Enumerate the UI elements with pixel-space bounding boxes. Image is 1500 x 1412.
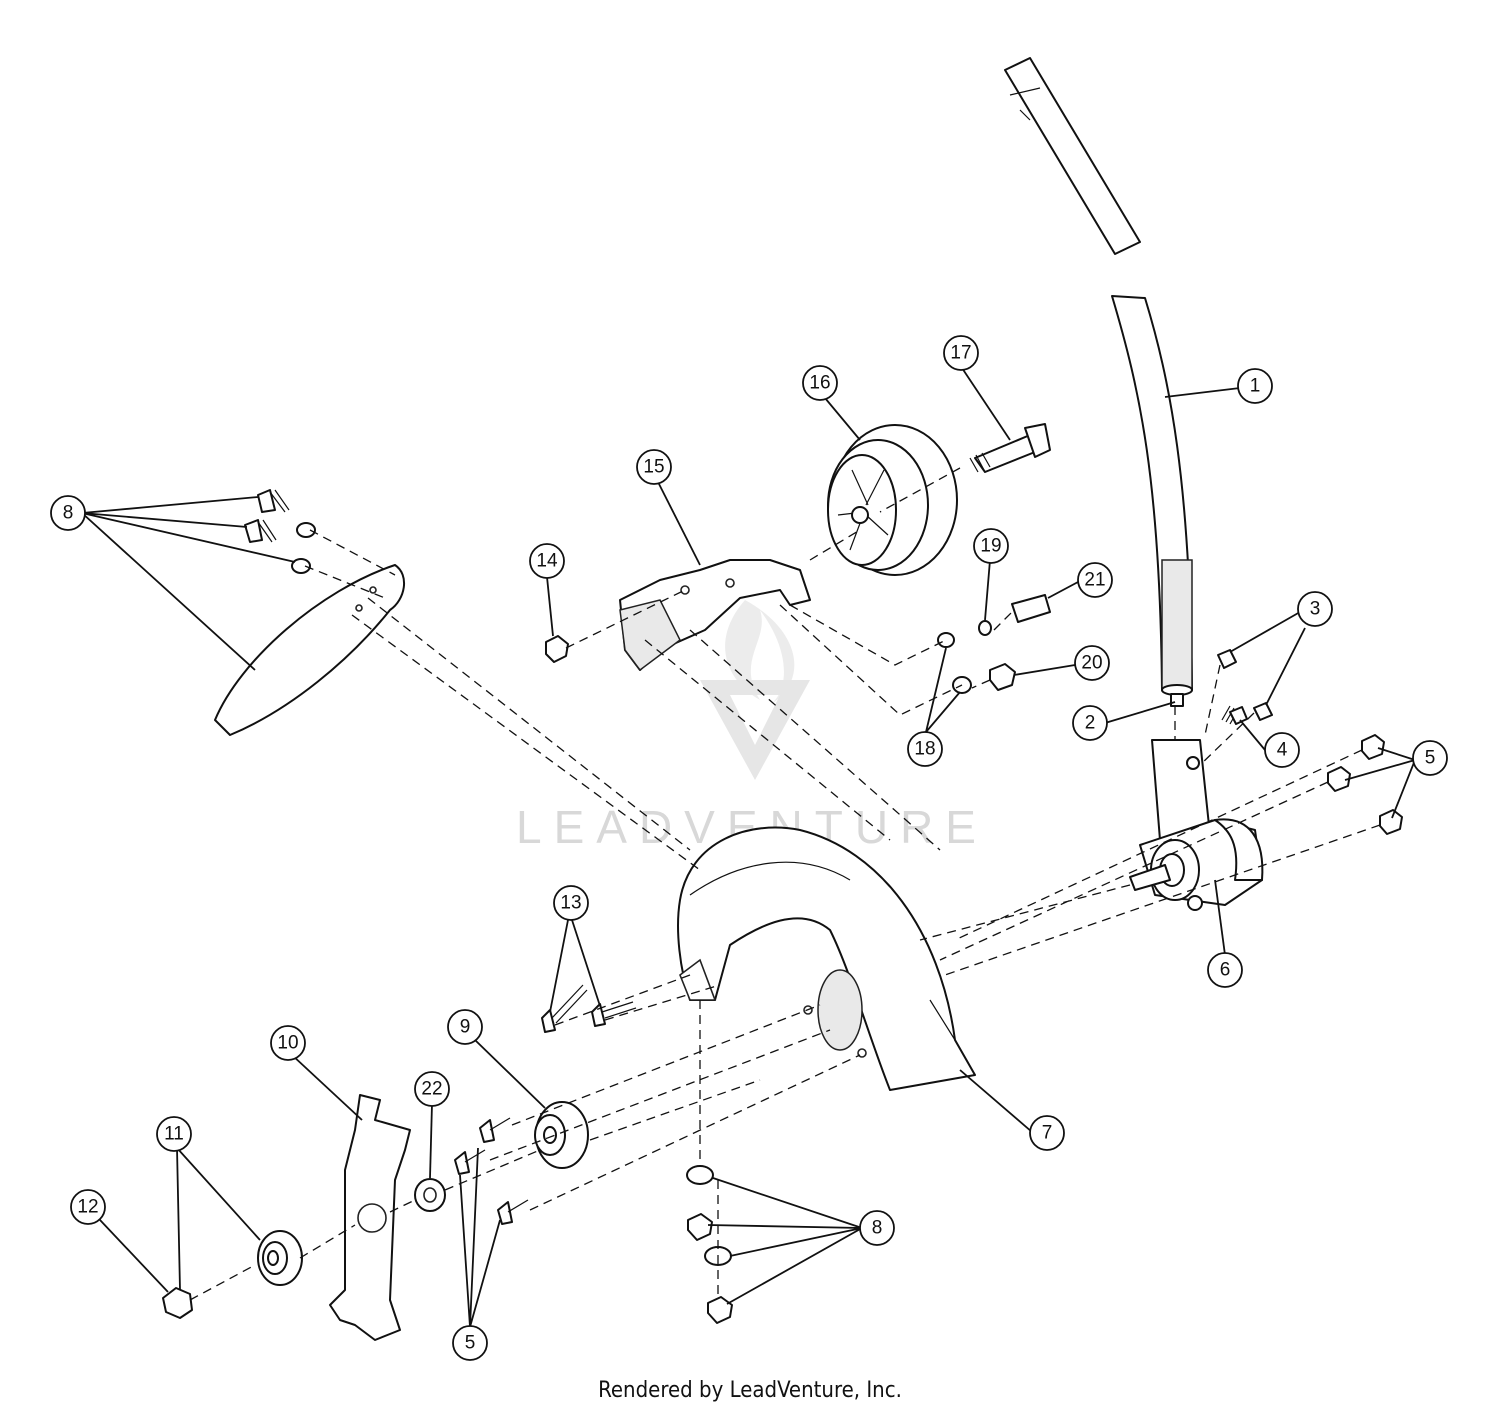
svg-text:6: 6: [1220, 960, 1231, 981]
callout-5-right: 5: [1412, 740, 1448, 776]
callout-16: 16: [802, 365, 838, 401]
screw-4: [1229, 706, 1248, 725]
callout-6: 6: [1207, 952, 1243, 988]
callout-13: 13: [553, 885, 589, 921]
callout-8-upper: 8: [50, 495, 86, 531]
callout-9: 9: [447, 1009, 483, 1045]
callout-3: 3: [1297, 591, 1333, 627]
svg-text:21: 21: [1084, 570, 1105, 591]
svg-text:20: 20: [1081, 653, 1102, 674]
nut-8a: [687, 1213, 713, 1241]
svg-text:2: 2: [1085, 713, 1096, 734]
callout-10: 10: [270, 1025, 306, 1061]
cover-screws-and-washers: [244, 489, 316, 574]
svg-text:8: 8: [872, 1218, 883, 1239]
svg-text:22: 22: [421, 1079, 442, 1100]
svg-text:5: 5: [1425, 748, 1436, 769]
svg-text:13: 13: [560, 893, 581, 914]
svg-text:12: 12: [77, 1197, 98, 1218]
lock-washer-19: [978, 620, 992, 636]
callout-21: 21: [1077, 562, 1113, 598]
screw-3b: [1253, 702, 1273, 721]
blade-adapter-11: [257, 1230, 303, 1286]
washer-8a: [686, 1165, 714, 1185]
assembly-lines: [189, 467, 1381, 1301]
edger-blade: [329, 1094, 411, 1341]
washer-18a: [937, 632, 955, 648]
blade-nut-12: [162, 1287, 193, 1319]
upper-shaft-tube: [1004, 57, 1141, 255]
callout-5-lower: 5: [452, 1325, 488, 1361]
callout-7: 7: [1029, 1115, 1065, 1151]
nut-20: [989, 663, 1016, 691]
nut-14: [545, 635, 569, 663]
callout-8-lower: 8: [859, 1210, 895, 1246]
svg-text:11: 11: [164, 1124, 184, 1145]
nut-8b: [707, 1296, 733, 1324]
callout-22: 22: [414, 1071, 450, 1107]
nut-5b: [1327, 766, 1351, 792]
svg-text:3: 3: [1310, 599, 1321, 620]
callout-18: 18: [907, 731, 943, 767]
shaft-tube: [1111, 295, 1193, 707]
callout-12: 12: [70, 1189, 106, 1225]
star-washer-22: [414, 1178, 446, 1212]
svg-text:4: 4: [1277, 740, 1288, 761]
gear-head-housing: [1129, 739, 1264, 911]
cover-plate: [214, 564, 405, 736]
footer-credit: Rendered by LeadVenture, Inc.: [598, 1378, 902, 1403]
wheel: [827, 424, 958, 576]
blade-guard: [677, 826, 976, 1091]
nut-5a: [1361, 734, 1385, 760]
spacer-21: [1011, 594, 1051, 623]
callout-19: 19: [973, 528, 1009, 564]
svg-text:10: 10: [277, 1033, 298, 1054]
svg-text:5: 5: [465, 1333, 476, 1354]
nut-5c: [1379, 809, 1403, 835]
svg-text:18: 18: [914, 739, 935, 760]
carriage-bolts-13: [541, 984, 637, 1033]
screw-3a: [1217, 649, 1237, 669]
svg-text:7: 7: [1042, 1123, 1053, 1144]
bolts-5-lower: [454, 1117, 529, 1225]
callout-4: 4: [1264, 732, 1300, 768]
callout-11: 11: [156, 1116, 192, 1152]
svg-text:8: 8: [63, 503, 74, 524]
watermark-v-logo: [700, 680, 810, 780]
watermark: LEADVENTURE: [516, 600, 976, 853]
svg-text:1: 1: [1250, 376, 1261, 397]
callout-15: 15: [636, 449, 672, 485]
callout-1: 1: [1237, 368, 1273, 404]
axle-bolt: [969, 423, 1051, 473]
svg-text:19: 19: [980, 536, 1001, 557]
svg-text:15: 15: [643, 457, 664, 478]
callout-20: 20: [1074, 645, 1110, 681]
callout-14: 14: [529, 543, 565, 579]
wheel-bracket: [619, 559, 811, 672]
svg-text:16: 16: [809, 373, 830, 394]
callout-17: 17: [943, 335, 979, 371]
bearing-9: [534, 1101, 589, 1169]
leader-lines: [81, 367, 1416, 1328]
watermark-flame-logo: [725, 600, 795, 705]
svg-text:17: 17: [950, 343, 971, 364]
svg-text:9: 9: [460, 1017, 471, 1038]
svg-text:14: 14: [536, 551, 558, 572]
callout-2: 2: [1072, 705, 1108, 741]
